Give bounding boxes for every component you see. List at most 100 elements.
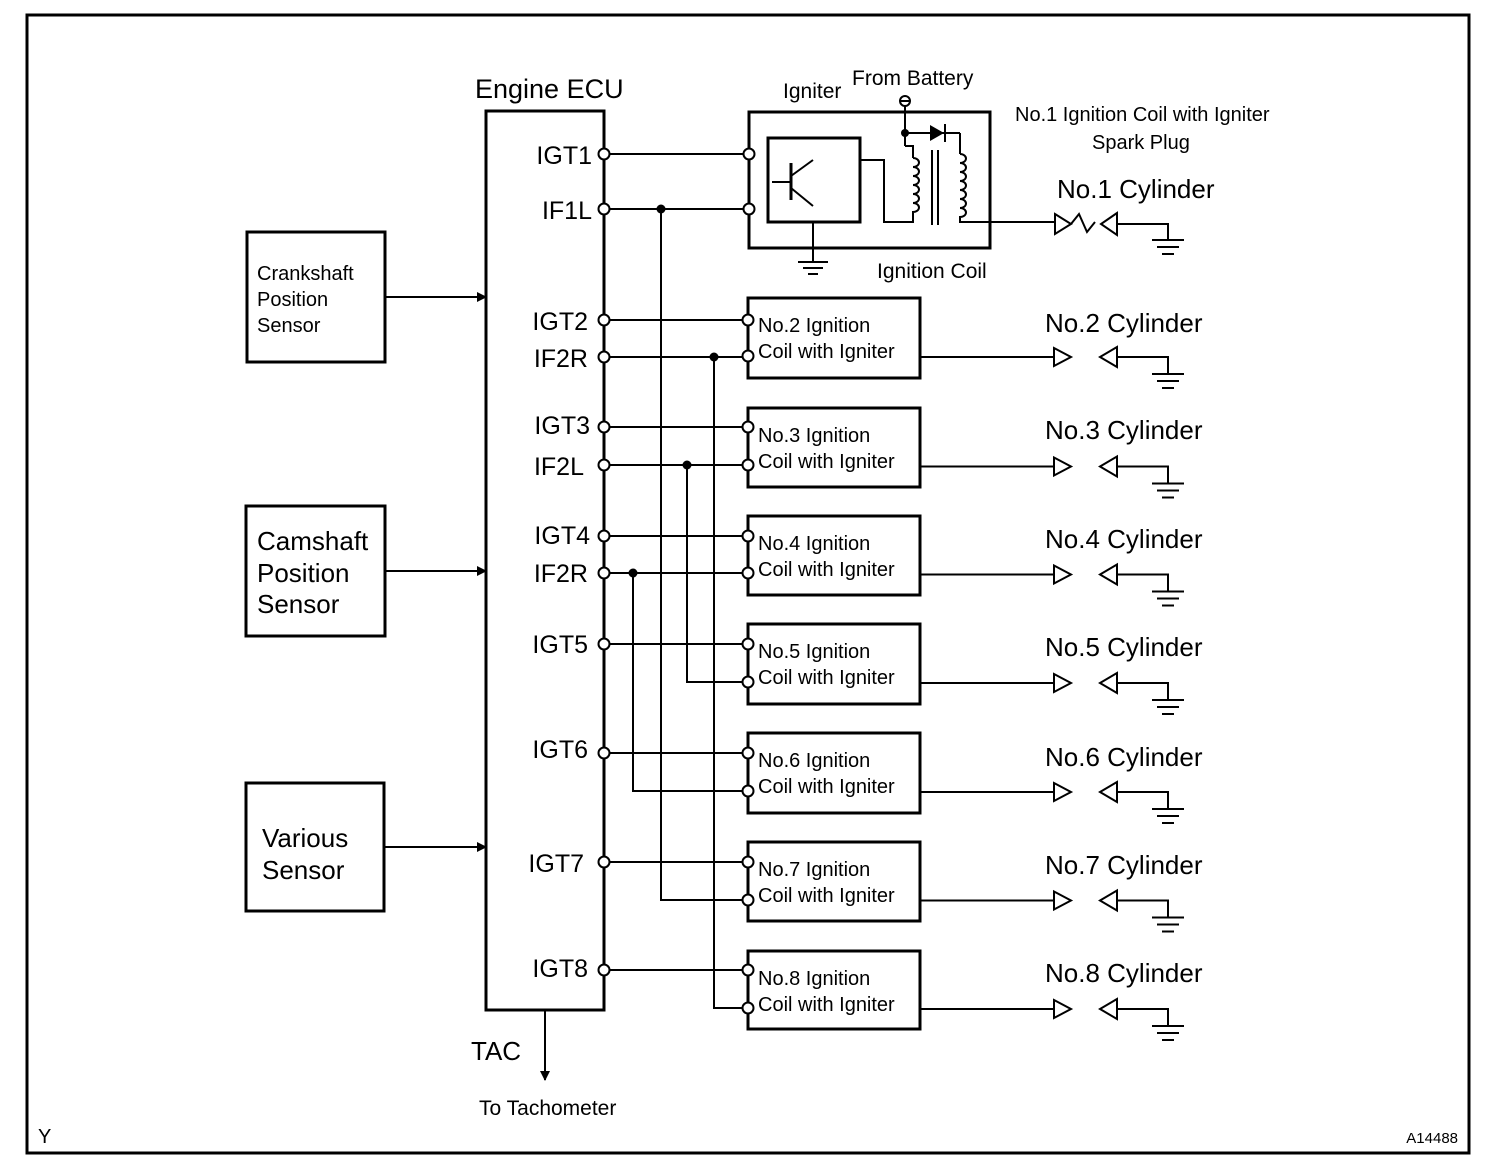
pin-igt3: IGT3 xyxy=(534,412,590,440)
crankshaft-sensor-label-1: Crankshaft xyxy=(257,263,354,285)
spark-plug-2 xyxy=(1053,345,1184,389)
terminal xyxy=(741,637,755,651)
terminal xyxy=(741,566,755,580)
coil-label-line2: Coil with Igniter xyxy=(758,451,895,473)
coil-label-line2: Coil with Igniter xyxy=(758,776,895,798)
coil-label-line2: Coil with Igniter xyxy=(758,667,895,689)
terminal xyxy=(597,420,611,434)
cylinder-label-7: No.7 Cylinder xyxy=(1045,850,1203,880)
camshaft-position-sensor-box: Camshaft Position Sensor xyxy=(244,504,387,638)
terminal xyxy=(741,855,755,869)
various-sensor-box: Various Sensor xyxy=(244,781,386,913)
ecu-wiring xyxy=(597,147,1054,1015)
ecu-pin-labels: IGT1 IF1L IGT2 IF2R IGT3 IF2L IGT4 IF2R … xyxy=(528,142,592,983)
crankshaft-sensor-label-3: Sensor xyxy=(257,315,321,337)
transistor-symbol xyxy=(772,159,814,207)
cylinder-label-4: No.4 Cylinder xyxy=(1045,524,1203,554)
terminal xyxy=(741,529,755,543)
terminal xyxy=(741,963,755,977)
cylinder-label-1: No.1 Cylinder xyxy=(1057,174,1215,204)
terminal xyxy=(741,1001,755,1015)
coil-label-line1: No.2 Ignition xyxy=(758,315,870,337)
terminal xyxy=(597,746,611,760)
pin-igt4: IGT4 xyxy=(534,522,590,550)
from-battery-label: From Battery xyxy=(852,67,974,90)
pin-igt6: IGT6 xyxy=(532,736,588,764)
terminal xyxy=(741,420,755,434)
terminal xyxy=(741,675,755,689)
diagram-code: A14488 xyxy=(1406,1130,1458,1147)
coil-label-line2: Coil with Igniter xyxy=(758,885,895,907)
spark-plug-1 xyxy=(1054,211,1184,255)
ignition-coil-label: Ignition Coil xyxy=(877,260,987,283)
spark-plug-5 xyxy=(1053,671,1184,715)
coil1-module xyxy=(747,95,992,275)
coil-label-line1: No.4 Ignition xyxy=(758,533,870,555)
spark-plug-3 xyxy=(1053,454,1184,499)
various-sensor-label-1: Various xyxy=(262,823,348,853)
crankshaft-sensor-label-2: Position xyxy=(257,289,328,311)
coil-label-line1: No.7 Ignition xyxy=(758,859,870,881)
coil1-legend-line1: No.1 Ignition Coil with Igniter xyxy=(1015,104,1270,126)
spark-plug-6 xyxy=(1053,780,1184,824)
terminal xyxy=(741,458,755,472)
terminal xyxy=(741,784,755,798)
coil-label-line1: No.3 Ignition xyxy=(758,425,870,447)
terminal xyxy=(741,893,755,907)
coil1-housing xyxy=(747,110,992,250)
crankshaft-position-sensor-box: Crankshaft Position Sensor xyxy=(245,230,387,364)
terminal xyxy=(597,963,611,977)
terminal xyxy=(597,350,611,364)
terminal xyxy=(597,313,611,327)
diode-symbol xyxy=(930,124,946,142)
terminal xyxy=(597,458,611,472)
to-tachometer-label: To Tachometer xyxy=(479,1097,616,1120)
various-sensor-label-2: Sensor xyxy=(262,855,345,885)
camshaft-sensor-label-1: Camshaft xyxy=(257,526,369,556)
terminal xyxy=(741,746,755,760)
cylinder-label-2: No.2 Cylinder xyxy=(1045,308,1203,338)
pin-if1l: IF1L xyxy=(542,197,592,225)
spark-plug-7 xyxy=(1053,888,1184,933)
coil-label-line2: Coil with Igniter xyxy=(758,559,895,581)
spark-plug-4 xyxy=(1053,562,1184,607)
camshaft-sensor-label-2: Position xyxy=(257,558,350,588)
igniter-box xyxy=(766,136,862,224)
terminal xyxy=(597,637,611,651)
coil-label-line2: Coil with Igniter xyxy=(758,341,895,363)
pin-igt7: IGT7 xyxy=(528,850,584,878)
coil-label-line1: No.6 Ignition xyxy=(758,750,870,772)
diagram-frame xyxy=(25,13,1471,1155)
spark-plug-8 xyxy=(1053,997,1184,1041)
coil-label-line2: Coil with Igniter xyxy=(758,994,895,1016)
pin-if2l: IF2L xyxy=(534,453,584,481)
tac-label: TAC xyxy=(471,1036,521,1066)
terminal xyxy=(597,855,611,869)
terminal xyxy=(742,202,756,216)
terminal xyxy=(742,147,756,161)
cylinder-label-6: No.6 Cylinder xyxy=(1045,742,1203,772)
coil1-legend-line2: Spark Plug xyxy=(1092,132,1190,154)
pin-if2r: IF2R xyxy=(534,560,588,588)
cylinder-label-5: No.5 Cylinder xyxy=(1045,632,1203,662)
coil-label-line1: No.8 Ignition xyxy=(758,968,870,990)
corner-mark-left: Y xyxy=(38,1126,51,1148)
cylinder-label-8: No.8 Cylinder xyxy=(1045,958,1203,988)
pin-igt1: IGT1 xyxy=(536,142,592,170)
secondary-winding xyxy=(959,153,967,221)
igniter-label: Igniter xyxy=(783,80,841,103)
terminal xyxy=(597,529,611,543)
primary-winding xyxy=(912,157,920,216)
terminal xyxy=(597,147,611,161)
pin-if2r: IF2R xyxy=(534,345,588,373)
terminal xyxy=(597,202,611,216)
